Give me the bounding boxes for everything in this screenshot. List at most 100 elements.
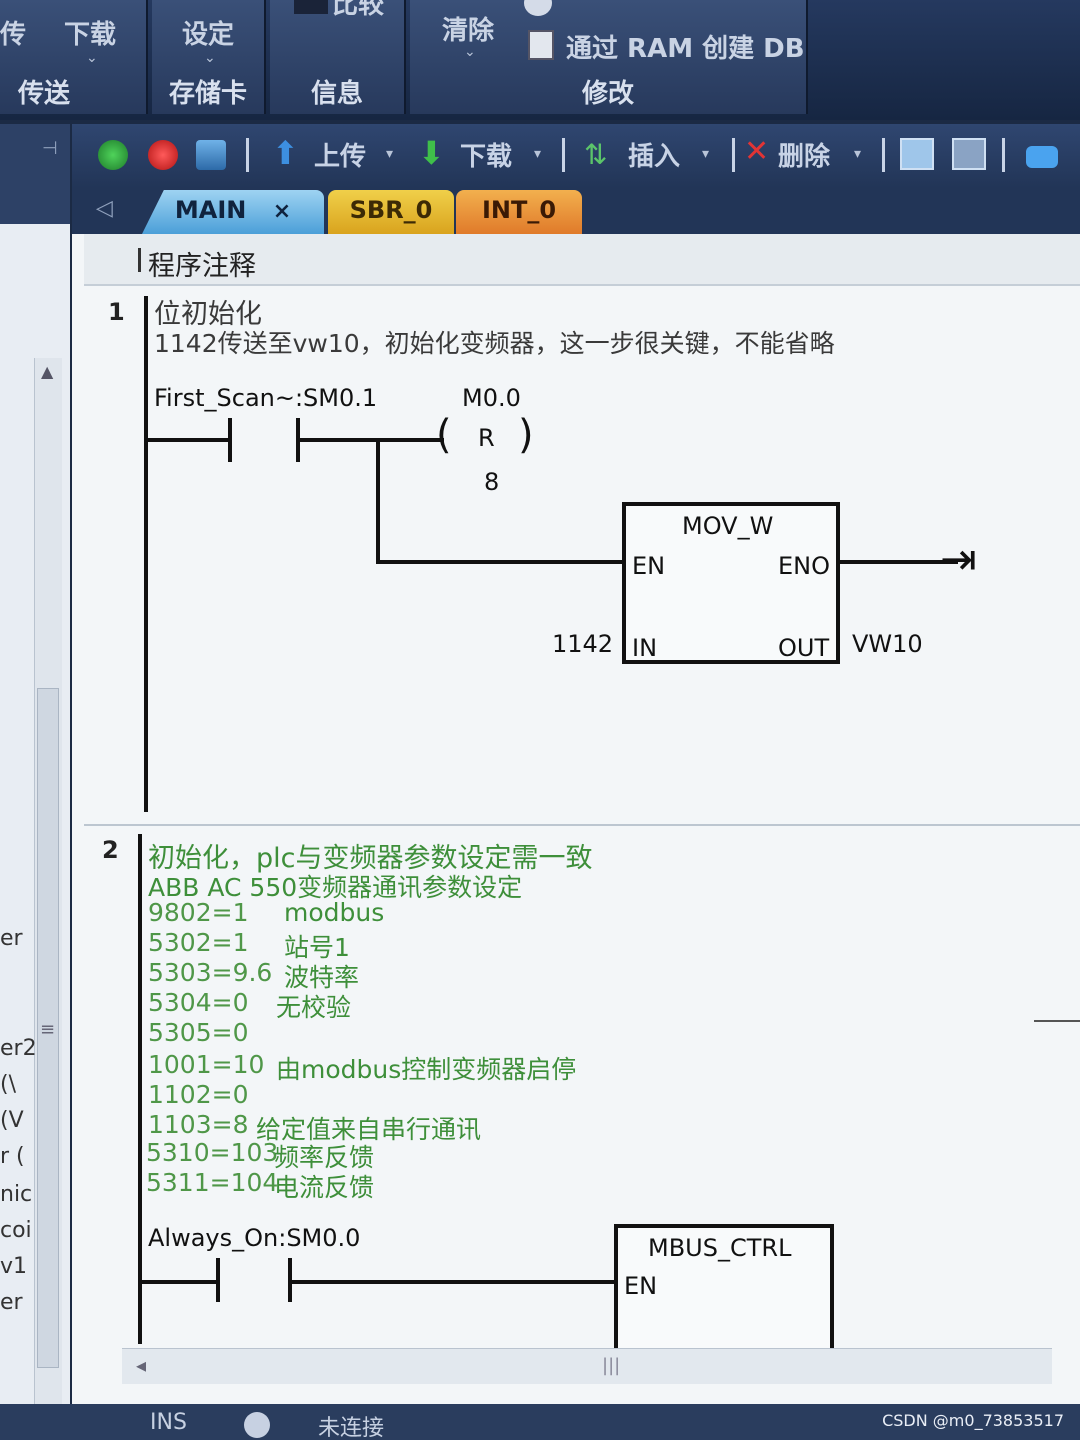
chevron-down-icon[interactable]: ▾: [854, 146, 862, 162]
close-icon[interactable]: ×: [272, 199, 292, 224]
table-icon[interactable]: [952, 138, 986, 170]
coil-right-paren[interactable]: ): [518, 412, 534, 458]
param-desc[interactable]: 由modbus控制变频器启停: [276, 1055, 577, 1084]
run-icon[interactable]: [98, 140, 128, 170]
upload-arrow-icon[interactable]: ⬆: [272, 134, 299, 172]
box-name: MBUS_CTRL: [648, 1234, 792, 1262]
compare-ribbon-button[interactable]: 比较: [332, 0, 385, 20]
param-desc[interactable]: 站号1: [284, 933, 350, 962]
connection-status-text: 未连接: [318, 1416, 385, 1440]
coil-left-paren[interactable]: (: [436, 412, 452, 458]
scrollbar-thumb[interactable]: ≡: [37, 688, 59, 1368]
upload-button[interactable]: 上传: [314, 142, 367, 172]
program-comment: 程序注释: [148, 251, 256, 282]
tab-sbr-0-label: SBR_0: [349, 196, 433, 224]
delete-icon[interactable]: ✕: [744, 134, 770, 169]
contact-left-bar[interactable]: [216, 1258, 220, 1302]
param-value[interactable]: 1103=8: [148, 1110, 249, 1139]
tree-item-fragment[interactable]: (V: [0, 1108, 24, 1133]
chevron-down-icon[interactable]: ⌄: [464, 44, 476, 60]
tree-item-fragment[interactable]: er: [0, 1290, 23, 1315]
contact-label[interactable]: Always_On:SM0.0: [148, 1224, 361, 1252]
param-desc[interactable]: 给定值来自串行通讯: [256, 1115, 482, 1144]
box-pin-en: EN: [624, 1272, 658, 1300]
param-value[interactable]: 5302=1: [148, 928, 249, 957]
ladder-canvas[interactable]: 程序注释 1 位初始化 1142传送至vw10，初始化变频器，这一步很关键，不能…: [84, 234, 1080, 1374]
tree-item-fragment[interactable]: v1: [0, 1254, 28, 1279]
download-button[interactable]: 下载: [460, 142, 513, 172]
coil-address[interactable]: M0.0: [462, 384, 521, 412]
coil-count[interactable]: 8: [484, 468, 500, 496]
ribbon-group-memory-card: 设定 ⌄ 存储卡: [152, 0, 266, 114]
tab-int-0[interactable]: INT_0: [456, 190, 582, 234]
mov-w-box[interactable]: MOV_W EN ENO IN OUT: [622, 502, 840, 664]
mbus-ctrl-box[interactable]: MBUS_CTRL EN: [614, 1224, 834, 1364]
coil-type[interactable]: R: [478, 424, 495, 452]
grip-icon[interactable]: |||: [602, 1355, 621, 1376]
param-value[interactable]: 5304=0: [148, 988, 249, 1017]
pin-icon[interactable]: ⊣: [42, 138, 58, 159]
tree-item-fragment[interactable]: (\: [0, 1072, 16, 1097]
ribbon: 传 下载 ⌄ 传送 设定 ⌄ 存储卡 比较 信息 清除 ⌄ 通过 RAM 创建 …: [0, 0, 1080, 120]
network-icon[interactable]: [900, 138, 934, 170]
insert-button[interactable]: 插入: [628, 142, 681, 172]
program-comment-bar[interactable]: 程序注释: [84, 234, 1080, 286]
param-value[interactable]: 5311=104: [146, 1168, 279, 1197]
param-value[interactable]: 1102=0: [148, 1080, 249, 1109]
clear-ribbon-button[interactable]: 清除: [442, 16, 495, 46]
circle-icon[interactable]: [524, 0, 552, 16]
ribbon-group-label-transfer: 传送: [18, 79, 71, 109]
param-value[interactable]: 9802=1: [148, 898, 249, 927]
param-value[interactable]: 5303=9.6: [148, 958, 273, 987]
contact-label[interactable]: First_Scan~:SM0.1: [154, 384, 378, 412]
download-arrow-icon[interactable]: ⬇: [418, 134, 445, 172]
comment-toggle-icon[interactable]: [1026, 146, 1058, 168]
chevron-down-icon[interactable]: ▾: [534, 146, 542, 162]
stop-icon[interactable]: [148, 140, 178, 170]
param-desc[interactable]: 频率反馈: [274, 1143, 375, 1172]
param-value[interactable]: 5305=0: [148, 1018, 249, 1047]
chevron-down-icon[interactable]: ⌄: [86, 50, 98, 66]
network-comment[interactable]: 1142传送至vw10，初始化变频器，这一步很关键，不能省略: [154, 329, 835, 358]
contact-left-bar[interactable]: [228, 418, 232, 462]
tree-item-fragment[interactable]: er2: [0, 1036, 37, 1061]
param-desc[interactable]: 无校验: [276, 993, 352, 1022]
tab-sbr-0[interactable]: SBR_0: [328, 190, 454, 234]
tree-item-fragment[interactable]: coi: [0, 1218, 32, 1243]
insert-icon[interactable]: ⇅: [584, 138, 608, 171]
create-db-ribbon-button[interactable]: 通过 RAM 创建 DB: [566, 34, 805, 64]
network-title[interactable]: 位初始化: [154, 299, 262, 330]
delete-button[interactable]: 删除: [778, 142, 831, 172]
out-operand[interactable]: VW10: [852, 630, 923, 658]
box-pin-in: IN: [632, 634, 658, 662]
chevron-down-icon[interactable]: ▾: [386, 146, 394, 162]
param-value[interactable]: 5310=103: [146, 1138, 279, 1167]
tree-item-fragment[interactable]: nic: [0, 1182, 33, 1207]
upload-ribbon-button[interactable]: 传: [0, 20, 27, 50]
chevron-down-icon[interactable]: ▾: [702, 146, 710, 162]
comment-bar-marker: [138, 248, 141, 272]
settings-ribbon-button[interactable]: 设定: [182, 20, 235, 50]
ribbon-group-modify: 清除 ⌄ 通过 RAM 创建 DB 修改: [410, 0, 808, 114]
horizontal-scrollbar[interactable]: ◂ |||: [122, 1348, 1052, 1384]
network-subtitle[interactable]: ABB AC 550变频器通讯参数设定: [148, 873, 523, 902]
param-desc[interactable]: modbus: [284, 898, 385, 927]
tree-item-fragment[interactable]: r (: [0, 1144, 25, 1169]
param-desc[interactable]: 波特率: [284, 963, 360, 992]
scroll-up-icon[interactable]: ▲: [41, 362, 54, 381]
rung-wire: [148, 438, 228, 442]
vertical-scrollbar[interactable]: ▲ ≡ ▼: [34, 358, 62, 1440]
download-ribbon-button[interactable]: 下载: [64, 20, 117, 50]
scroll-left-icon[interactable]: ◂: [136, 1353, 147, 1377]
compile-icon[interactable]: [196, 140, 226, 170]
tab-scroll-left-icon[interactable]: ◁: [96, 196, 113, 221]
tab-main[interactable]: MAIN ×: [142, 190, 324, 234]
network-title[interactable]: 初始化，plc与变频器参数设定需一致: [148, 843, 593, 874]
network-separator: [84, 824, 1080, 826]
compare-icon[interactable]: [294, 0, 328, 14]
tree-item-fragment[interactable]: er: [0, 926, 23, 951]
param-value[interactable]: 1001=10: [148, 1050, 265, 1079]
param-desc[interactable]: 电流反馈: [274, 1173, 375, 1202]
in-operand[interactable]: 1142: [552, 630, 614, 658]
chevron-down-icon[interactable]: ⌄: [204, 50, 216, 66]
